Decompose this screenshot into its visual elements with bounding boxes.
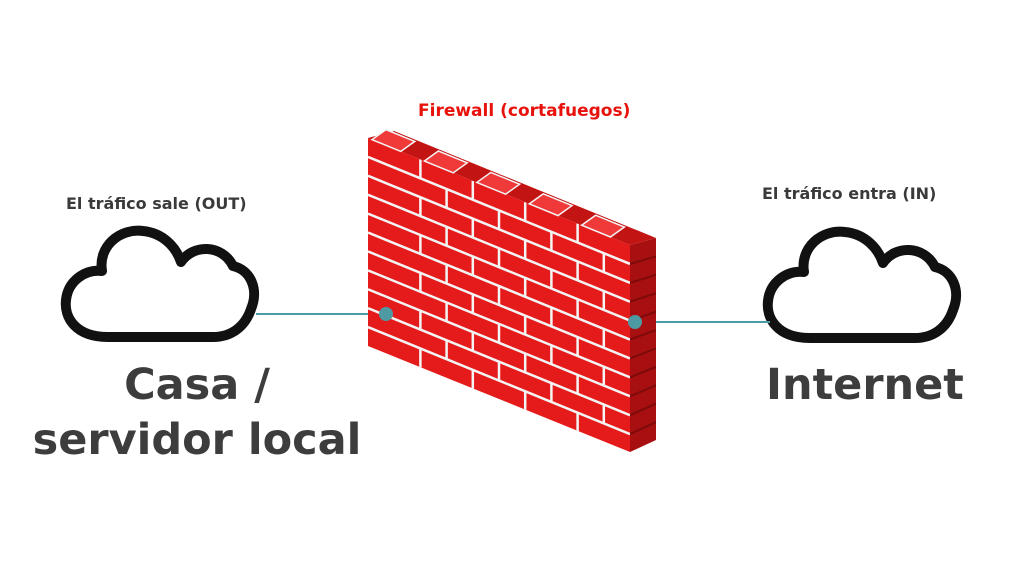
mortar-course — [368, 193, 630, 303]
wall-mortar — [368, 155, 630, 436]
side-mortar-course — [630, 292, 656, 303]
side-mortar-course — [630, 255, 656, 265]
wall-merlon — [370, 128, 417, 153]
cloud-icon — [60, 225, 260, 342]
wall-top — [368, 128, 656, 245]
side-mortar-course — [630, 402, 656, 417]
firewall-wall — [368, 128, 656, 452]
home-server-label: Casa / servidor local — [32, 360, 362, 465]
outbound-traffic-label: El tráfico sale (OUT) — [66, 194, 247, 213]
wall-merlon — [422, 150, 469, 174]
side-mortar-course — [630, 421, 656, 435]
side-mortar-course — [630, 365, 656, 379]
firewall-title: Firewall (cortafuegos) — [418, 101, 631, 121]
connector-in-dot — [628, 315, 642, 329]
wall-side-face — [630, 238, 656, 452]
side-mortar-course — [630, 347, 656, 360]
internet-label: Internet — [766, 360, 964, 410]
wall-merlon — [527, 192, 574, 217]
side-mortar-course — [630, 329, 656, 341]
side-mortar-course — [630, 384, 656, 398]
wall-merlon — [475, 171, 522, 196]
cloud-icon — [762, 226, 962, 343]
side-mortar-course — [630, 273, 656, 284]
wall-merlon — [580, 214, 626, 238]
connector-out-dot — [379, 307, 393, 321]
inbound-traffic-label: El tráfico entra (IN) — [762, 184, 937, 203]
